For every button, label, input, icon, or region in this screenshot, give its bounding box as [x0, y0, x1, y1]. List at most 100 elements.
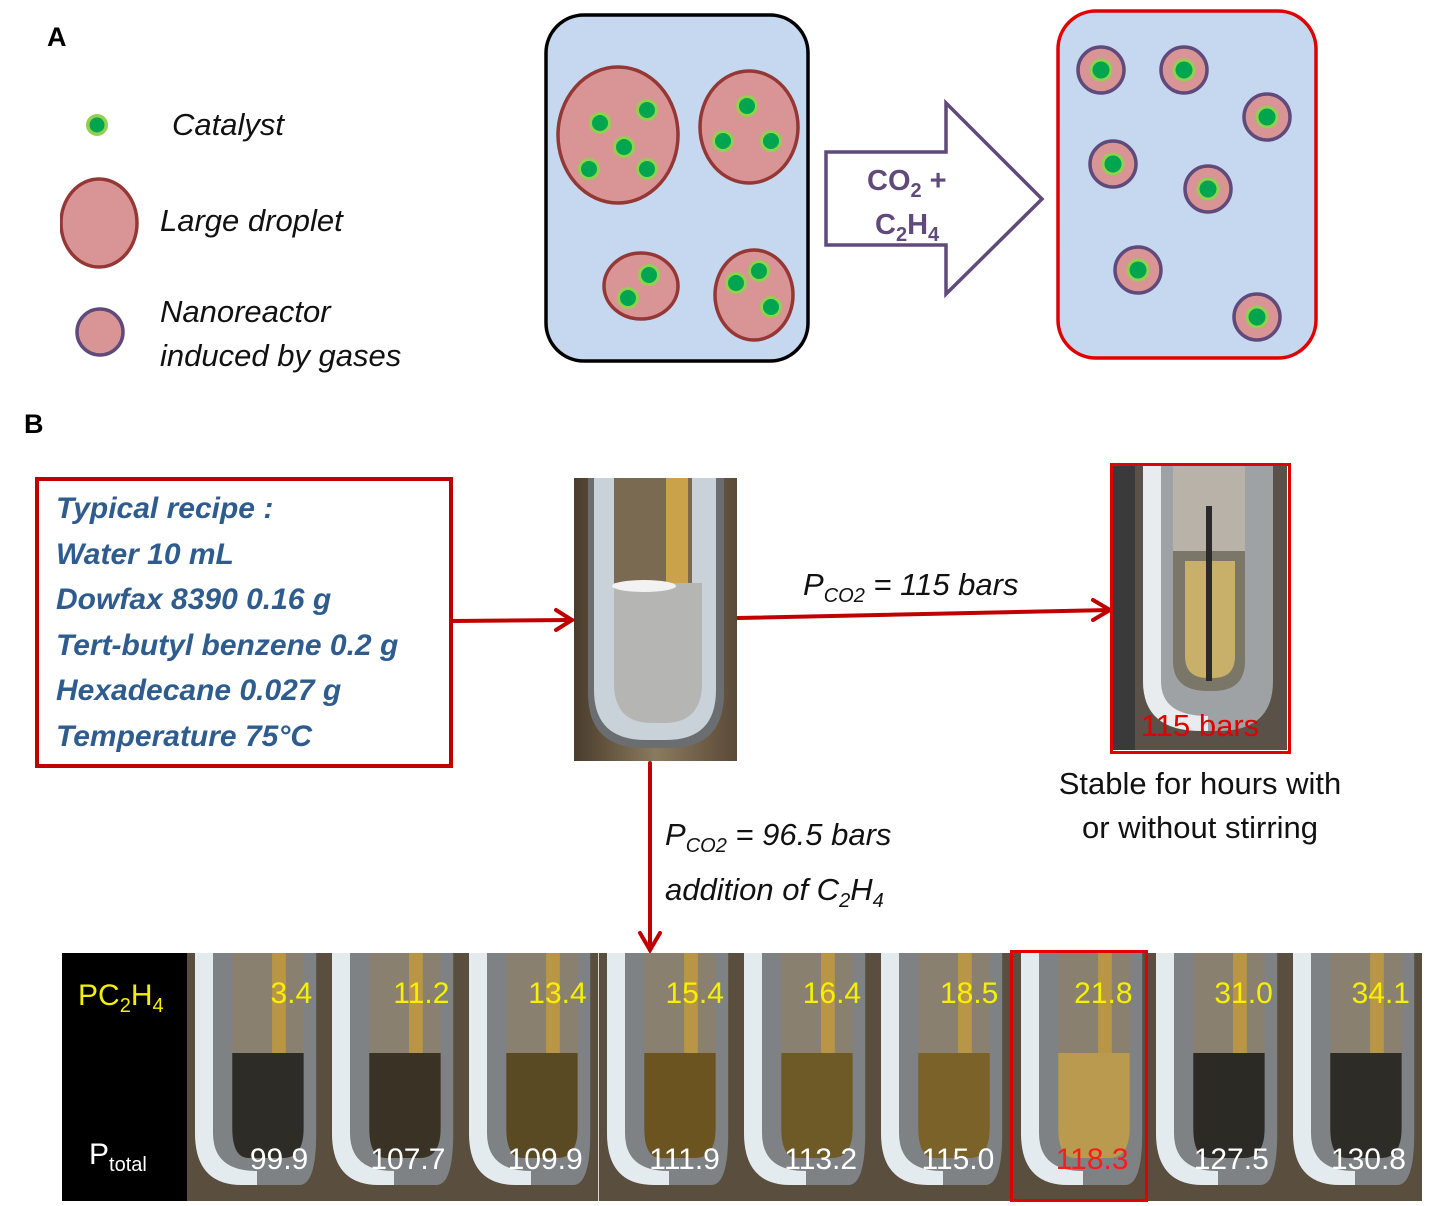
recipe-hexadecane: Hexadecane 0.027 g — [56, 674, 342, 707]
nanoreactor — [1076, 45, 1126, 95]
arrow-recipe-to-emulsion — [451, 608, 576, 632]
catalyst — [638, 264, 660, 286]
legend-icons — [60, 114, 139, 357]
pc2h4-value: 3.4 — [270, 977, 313, 1010]
strip-tile: 3.4 99.9 — [187, 953, 325, 1201]
arrow-shape — [824, 98, 1045, 299]
strip-row-labels: PC2H4 Ptotal — [62, 953, 187, 1201]
strip-tile: 31.0 127.5 — [1147, 953, 1285, 1201]
emulsion-before-diagram — [544, 13, 810, 363]
nanoreactor-after-diagram — [1056, 9, 1318, 360]
nanoreactor — [1183, 164, 1233, 214]
nanoreactor — [1113, 245, 1163, 295]
arrow-label-line1: CO2 + — [867, 165, 947, 202]
recipe-temperature: Temperature 75°C — [56, 719, 312, 753]
catalyst — [613, 136, 635, 158]
large-droplet — [713, 248, 795, 342]
tube-graphic — [735, 953, 874, 1201]
catalyst — [1245, 305, 1269, 329]
catalyst — [636, 158, 658, 180]
arrow-label-line2: C2H4 — [875, 209, 940, 246]
tube-graphic — [461, 953, 599, 1201]
catalyst — [748, 260, 770, 282]
panel-a-label: A — [47, 22, 67, 52]
tube-graphic — [324, 953, 462, 1201]
catalyst — [1196, 177, 1220, 201]
recipe-box: Typical recipe : Water 10 mL Dowfax 8390… — [35, 477, 453, 768]
strip-tile: 18.5 115.0 — [873, 953, 1011, 1201]
tube-graphic-co2: 115 bars — [1113, 466, 1287, 750]
ptotal-value: 99.9 — [249, 1143, 309, 1176]
panel-b-label: B — [24, 409, 44, 439]
ptotal-value: 115.0 — [921, 1143, 995, 1176]
nanoreactor — [1088, 139, 1138, 189]
ptotal-value: 107.7 — [370, 1143, 446, 1176]
large-droplet — [602, 251, 680, 321]
recipe-water: Water 10 mL — [56, 537, 234, 571]
tube-graphic — [187, 953, 325, 1201]
strip-tile: 16.4 113.2 — [735, 953, 874, 1201]
catalyst — [1172, 58, 1196, 82]
pc2h4-value: 31.0 — [1214, 977, 1273, 1010]
catalyst — [617, 287, 639, 309]
co2-only-photo: 115 bars — [1110, 463, 1291, 754]
catalyst — [589, 112, 611, 134]
pco2-96-5-label: PCO2 = 96.5 bars addition of C2H4 — [665, 817, 892, 913]
tube-graphic — [1013, 953, 1145, 1199]
legend-nanoreactor-line2: induced by gases — [160, 338, 402, 373]
catalyst — [725, 272, 747, 294]
pc2h4-value: 34.1 — [1351, 977, 1410, 1010]
large-droplet — [698, 69, 800, 185]
stability-note-line2: or without stirring — [1081, 810, 1319, 845]
catalyst — [1101, 152, 1125, 176]
nanoreactor — [1242, 92, 1292, 142]
catalyst-icon — [86, 114, 108, 136]
recipe-title: Typical recipe : — [56, 492, 274, 525]
legend-large-droplet-label: Large droplet — [160, 203, 343, 238]
catalyst — [760, 296, 782, 318]
catalyst — [1089, 58, 1113, 82]
ptotal-row-label: Ptotal — [89, 1138, 147, 1176]
catalyst — [736, 95, 758, 117]
nanoreactor — [1232, 292, 1282, 342]
pc2h4-value: 16.4 — [802, 977, 862, 1010]
tube-graphic — [873, 953, 1011, 1201]
emulsion-photo — [574, 478, 737, 761]
legend-nanoreactor-label: Nanoreactor induced by gases — [160, 290, 401, 378]
ptotal-value: 111.9 — [649, 1143, 720, 1176]
pc2h4-value: 18.5 — [939, 977, 999, 1010]
tube-graphic — [1284, 953, 1422, 1201]
tube-graphic — [1147, 953, 1285, 1201]
large-droplet — [556, 65, 680, 205]
gas-addition-arrow: CO2 + C2H4 — [824, 98, 1045, 299]
catalyst — [1255, 105, 1279, 129]
ptotal-value: 118.3 — [1055, 1143, 1129, 1176]
catalyst — [712, 130, 734, 152]
catalyst — [636, 99, 658, 121]
pc2h4-row-label: PC2H4 — [78, 979, 164, 1017]
legend-catalyst-label: Catalyst — [172, 107, 284, 142]
stability-note: Stable for hours with or without stirrin… — [1020, 762, 1380, 850]
large-droplet-icon — [60, 177, 139, 269]
ptotal-value: 130.8 — [1330, 1143, 1406, 1176]
catalyst — [578, 158, 600, 180]
pc2h4-value: 13.4 — [528, 977, 587, 1010]
ptotal-value: 113.2 — [784, 1143, 858, 1176]
catalyst — [760, 130, 782, 152]
arrow-emulsion-to-strip — [638, 761, 662, 954]
recipe-tert-butyl-benzene: Tert-butyl benzene 0.2 g — [56, 628, 399, 662]
nanoreactor — [1159, 45, 1209, 95]
legend-nanoreactor-line1: Nanoreactor — [160, 294, 331, 329]
tube-graphic — [598, 953, 736, 1201]
pco2-115-label: PCO2 = 115 bars — [803, 567, 1019, 608]
recipe-dowfax: Dowfax 8390 0.16 g — [56, 583, 332, 616]
strip-tile: 34.1 130.8 — [1284, 953, 1422, 1201]
ptotal-value: 127.5 — [1193, 1143, 1269, 1176]
co2-photo-pressure-label: 115 bars — [1141, 708, 1259, 743]
